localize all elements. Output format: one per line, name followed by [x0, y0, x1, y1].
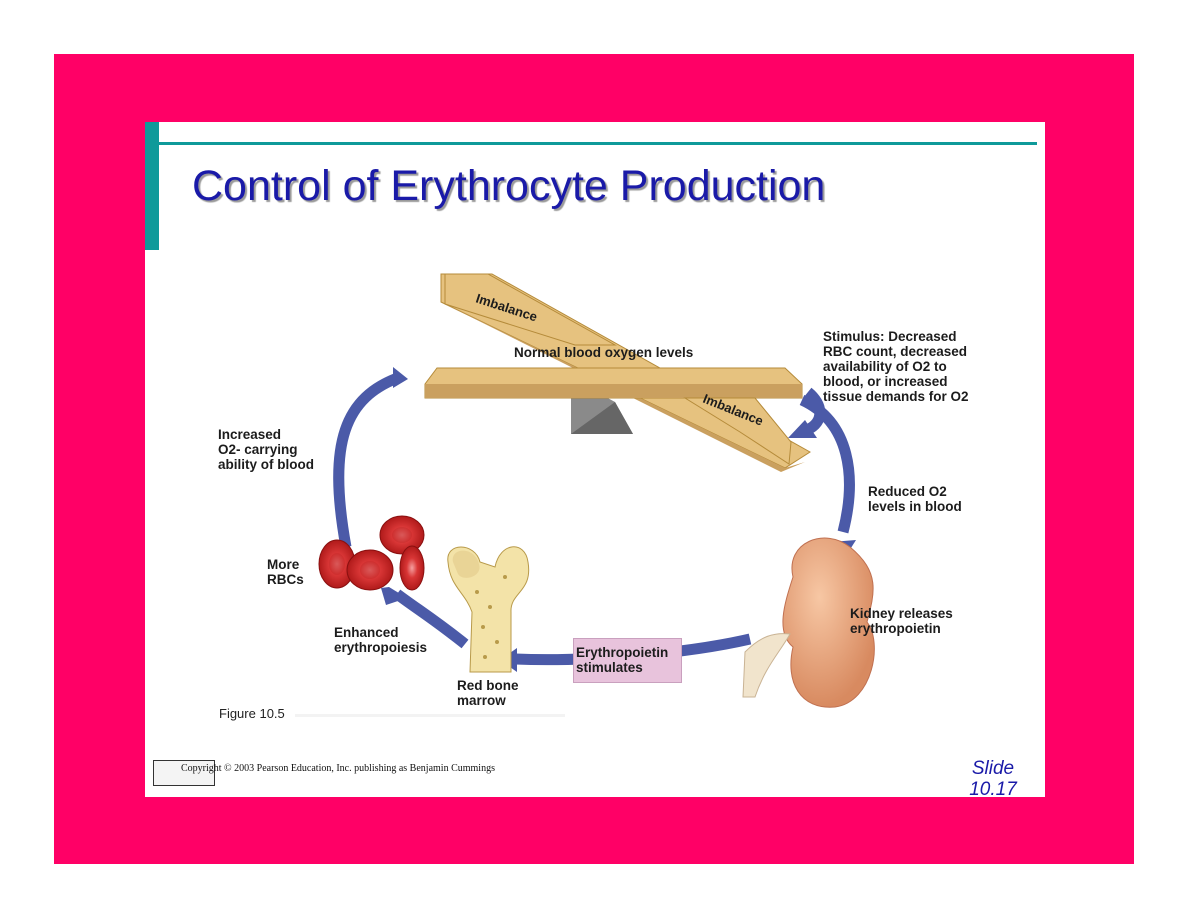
slide-number-line1: Slide [971, 758, 1015, 779]
more-rbcs-label: More RBCs [267, 557, 304, 587]
accent-line [159, 142, 1037, 145]
balance-fix [444, 273, 792, 465]
erythropoietin-label: Erythropoietin stimulates [576, 645, 669, 675]
arrow-to-balance [333, 371, 402, 548]
arrow-stimulus [804, 387, 826, 436]
stimulus-label: Stimulus: Decreased RBC count, decreased… [823, 329, 969, 404]
figure-label: Figure 10.5 [219, 706, 285, 721]
cycle-arrows [333, 371, 855, 666]
enhanced-label: Enhanced erythropoiesis [334, 625, 428, 655]
accent-bar [145, 122, 159, 250]
kidney-label: Kidney releases erythropoietin [850, 606, 953, 636]
kidney-icon [742, 537, 875, 708]
marrow-label: Red bone marrow [457, 678, 519, 708]
slide-title: Control of Erythrocyte Production [192, 162, 826, 210]
erythrocyte-control-diagram: Imbalance Imbalance [295, 273, 875, 717]
sound-button[interactable] [153, 760, 215, 786]
bone-icon [447, 546, 530, 673]
slide-number: Slide 10.17 [963, 758, 1023, 797]
copyright-text: Copyright © 2003 Pearson Education, Inc.… [181, 763, 495, 774]
balance-label: Normal blood oxygen levels [514, 345, 694, 360]
slide: Control of Erythrocyte Production [145, 122, 1045, 797]
reduced-o2-label: Reduced O2 levels in blood [868, 484, 962, 514]
arrow-to-kidney [799, 395, 855, 534]
erythropoietin-box [573, 638, 682, 683]
increased-label: Increased O2- carrying ability of blood [218, 427, 314, 472]
slide-number-line2: 10.17 [969, 779, 1017, 797]
red-blood-cells [318, 515, 425, 591]
